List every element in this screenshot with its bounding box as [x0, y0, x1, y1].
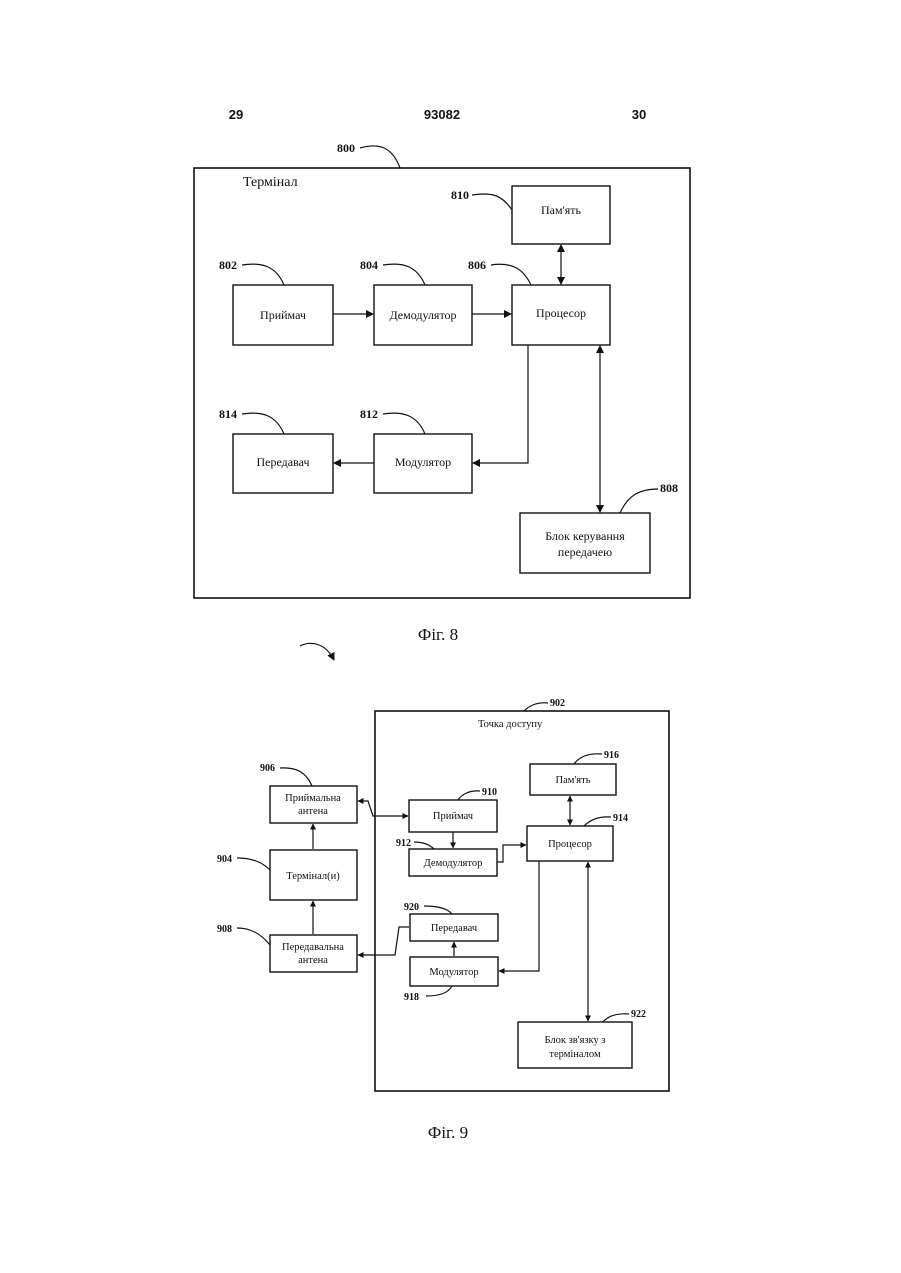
ap-modulator-label: Модулятор [429, 967, 478, 978]
ref-912: 912 [396, 838, 411, 849]
ref-814: 814 [219, 407, 237, 421]
ap-receiver-label: Приймач [433, 811, 474, 822]
control-label-line2: передачею [558, 545, 612, 559]
ref-810: 810 [451, 188, 469, 202]
leader-910 [458, 791, 480, 800]
receive-antenna-line1: Приймальна [285, 793, 341, 804]
figure-9: 902 Точка доступу Приймальна антена 906 … [217, 698, 669, 1142]
leader-810 [472, 194, 512, 210]
leader-916 [574, 754, 602, 764]
ref-902: 902 [550, 698, 565, 709]
ref-806: 806 [468, 258, 486, 272]
arrow-processor-modulator [499, 861, 539, 971]
transmit-antenna-line1: Передавальна [282, 942, 344, 953]
leader-906 [280, 768, 312, 786]
transmit-antenna-block [270, 935, 357, 972]
ref-916: 916 [604, 750, 619, 761]
ap-processor-label: Процесор [548, 839, 592, 850]
ref-922: 922 [631, 1009, 646, 1020]
ap-demodulator-label: Демодулятор [424, 858, 483, 869]
transmit-antenna-line2: антена [298, 955, 328, 966]
receiver-label: Приймач [260, 308, 306, 322]
ref-802: 802 [219, 258, 237, 272]
ref-908: 908 [217, 924, 232, 935]
figure-8: 800 Термінал Пам'ять 810 Приймач 802 Дем… [194, 141, 690, 644]
leader-814 [242, 413, 284, 434]
arrow-rxantenna-receiver [358, 801, 408, 816]
ref-800: 800 [337, 141, 355, 155]
arrow-demodulator-processor [497, 845, 526, 862]
ref-804: 804 [360, 258, 378, 272]
ref-920: 920 [404, 902, 419, 913]
processor-label: Процесор [536, 306, 586, 320]
patent-number: 93082 [424, 107, 460, 122]
leader-808 [620, 489, 658, 513]
leader-812 [383, 413, 425, 434]
arrow-transmitter-txantenna [358, 927, 409, 955]
figure-8-caption: Фіг. 8 [418, 625, 458, 644]
ref-904: 904 [217, 854, 232, 865]
leader-802 [242, 264, 284, 285]
receive-antenna-line2: антена [298, 806, 328, 817]
ref-808: 808 [660, 481, 678, 495]
leader-922 [603, 1014, 629, 1022]
leader-804 [383, 264, 425, 285]
modulator-label: Модулятор [395, 455, 451, 469]
leader-800 [360, 146, 400, 168]
ref-918: 918 [404, 992, 419, 1003]
ref-906: 906 [260, 763, 275, 774]
leader-918 [426, 986, 452, 996]
leader-914 [584, 817, 611, 826]
leader-904 [237, 858, 270, 870]
leader-806 [491, 264, 531, 285]
terminal-title: Термінал [243, 175, 298, 190]
memory-label: Пам'ять [541, 203, 582, 217]
transmission-control-block [520, 513, 650, 573]
ap-memory-label: Пам'ять [556, 775, 591, 786]
leader-902 [524, 703, 548, 711]
ref-910: 910 [482, 787, 497, 798]
ap-transmitter-label: Передавач [431, 923, 478, 934]
leader-908 [237, 928, 270, 945]
transmitter-label: Передавач [257, 455, 310, 469]
control-label-line1: Блок керування [545, 529, 625, 543]
link-label-line2: терміналом [549, 1049, 601, 1060]
page-number-left: 29 [229, 107, 243, 122]
access-point-frame [375, 711, 669, 1091]
receive-antenna-block [270, 786, 357, 823]
figure-9-caption: Фіг. 9 [428, 1123, 468, 1142]
arrow-processor-modulator [473, 345, 528, 463]
leader-912 [414, 842, 434, 849]
ref-812: 812 [360, 407, 378, 421]
leader-920 [424, 906, 452, 914]
demodulator-label: Демодулятор [389, 308, 456, 322]
ref-914: 914 [613, 813, 628, 824]
page-number-right: 30 [632, 107, 646, 122]
figure-9-pointer-mark [300, 643, 334, 660]
link-label-line1: Блок зв'язку з [544, 1035, 605, 1046]
terminals-label: Термінал(и) [286, 871, 340, 882]
access-point-title: Точка доступу [478, 719, 543, 730]
